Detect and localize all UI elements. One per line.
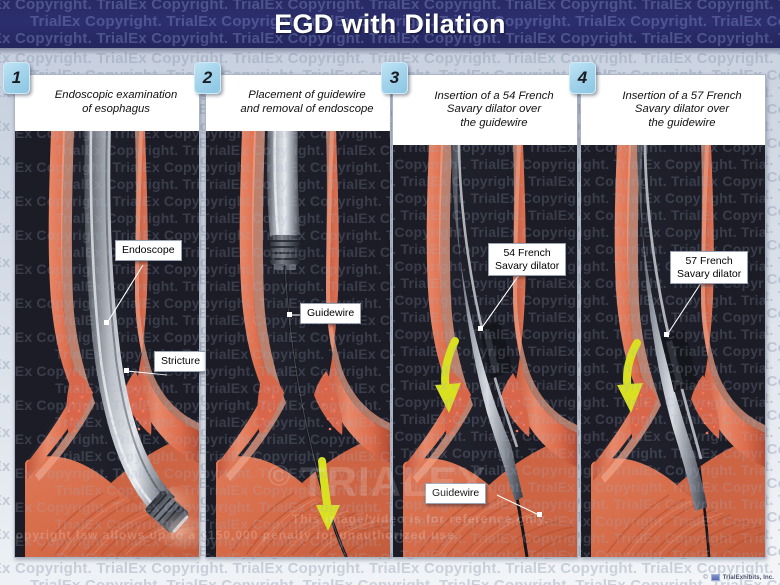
footer-logo: © TrialExhibits, Inc. [703, 574, 774, 581]
footer-copyright-symbol: © [703, 574, 708, 581]
header-bar: TrialEx Copyright. TrialEx Copyright. Tr… [0, 0, 780, 48]
caption-line: Endoscopic examination [54, 89, 178, 102]
caption-line: the guidewire [648, 116, 716, 129]
label-line: Savary dilator [495, 259, 560, 272]
panel-1-caption-box: 1 Endoscopic examination of esophagus [3, 62, 199, 131]
caption-line: Placement of guidewire [248, 89, 366, 102]
caption-line: Savary dilator over [446, 103, 542, 116]
trialexhibits-mark-icon [710, 574, 720, 581]
caption-line: of esophagus [82, 103, 150, 115]
panel-4-number-badge: 4 [569, 62, 596, 94]
panel-4-caption-text: Insertion of a 57 French Savary dilator … [622, 90, 741, 131]
caption-line: Insertion of a 57 French [622, 89, 742, 102]
panel-2-caption-box: 2 Placement of guidewire and removal of … [194, 62, 390, 131]
panel-1-number-badge: 1 [3, 62, 30, 94]
panel-2-caption-text: Placement of guidewire and removal of en… [240, 89, 373, 116]
caption-line: Savary dilator over [634, 103, 730, 116]
panel-3[interactable]: 3 Insertion of a 54 French Savary dilato… [381, 62, 578, 558]
header-shadow [0, 48, 780, 55]
panel-1-caption-text: Endoscopic examination of esophagus [55, 89, 177, 116]
panel-3-number-badge: 3 [381, 62, 408, 94]
esophagus-guidewire-illustration [206, 131, 390, 557]
direction-arrow [316, 457, 340, 531]
label-guidewire[interactable]: Guidewire [425, 483, 487, 504]
panel-3-caption-text: Insertion of a 54 French Savary dilator … [434, 90, 553, 131]
caption-line: and removal of endoscope [240, 103, 374, 115]
label-endoscope[interactable]: Endoscope [115, 240, 182, 261]
panel-4-caption-box: 4 Insertion of a 57 French Savary dilato… [569, 62, 765, 145]
label-dilator[interactable]: 57 French Savary dilator [670, 251, 749, 284]
label-stricture[interactable]: Stricture [154, 351, 208, 372]
panel-3-caption-box: 3 Insertion of a 54 French Savary dilato… [381, 62, 577, 145]
panel-4-artwork: TrialEx Copyright. TrialEx Copyright. Tr… [581, 145, 765, 557]
label-dilator[interactable]: 54 French Savary dilator [488, 243, 567, 276]
watermark-text-row: TrialEx Copyright. TrialEx Copyright. Tr… [30, 577, 780, 585]
page-title: EGD with Dilation [274, 9, 506, 39]
panel-1[interactable]: 1 Endoscopic examination of esophagus [3, 62, 208, 558]
panel-4[interactable]: 4 Insertion of a 57 French Savary dilato… [569, 62, 766, 558]
panel-2[interactable]: 2 Placement of guidewire and removal of … [194, 62, 391, 558]
watermark-text-row: TrialEx Copyright. TrialEx Copyright. Tr… [30, 47, 780, 48]
watermark-text-row: TrialEx Copyright. TrialEx Copyright. Tr… [0, 560, 780, 577]
esophagus-dilator-57f-illustration [581, 145, 765, 557]
label-guidewire[interactable]: Guidewire [300, 303, 362, 324]
label-line: Savary dilator [677, 267, 742, 280]
direction-arrow [617, 339, 643, 413]
caption-line: Insertion of a 54 French [434, 89, 554, 102]
label-line: 54 French [503, 247, 551, 259]
label-line: 57 French [685, 255, 733, 267]
footer-company-name: TrialExhibits, Inc. [722, 574, 774, 581]
caption-line: the guidewire [460, 116, 528, 129]
esophagus-endoscope-illustration [15, 131, 199, 557]
panel-2-number-badge: 2 [194, 62, 221, 94]
panel-2-artwork: TrialEx Copyright. TrialEx Copyright. Tr… [206, 131, 390, 557]
direction-arrow [435, 337, 461, 413]
panel-1-artwork: TrialEx Copyright. TrialEx Copyright. Tr… [15, 131, 199, 557]
